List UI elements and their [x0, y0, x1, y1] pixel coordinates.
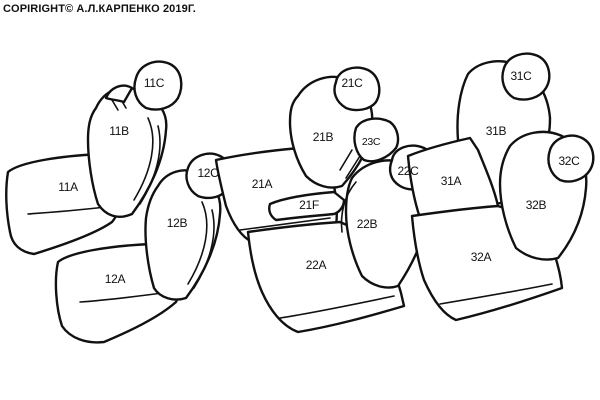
seat-part-32C: [547, 134, 595, 183]
label-22B: 22B: [357, 217, 378, 231]
label-22C: 22C: [397, 164, 419, 178]
label-12B: 12B: [167, 216, 188, 230]
label-23C: 23C: [362, 136, 381, 148]
label-11B: 11B: [109, 124, 129, 138]
label-11C: 11C: [144, 76, 165, 90]
label-32A: 32A: [471, 250, 492, 264]
seat-part-11C: [133, 60, 183, 111]
label-12A: 12A: [105, 272, 126, 286]
seat-part-23C: [353, 117, 400, 163]
rear-right-seat: [410, 130, 595, 322]
front-right-seat: [54, 152, 233, 344]
label-22A: 22A: [306, 258, 327, 272]
label-12C: 12C: [197, 166, 219, 180]
copyright-notice: COPIRIGHT© А.Л.КАРПЕНКО 2019Г.: [3, 3, 196, 15]
middle-right-seat: [246, 117, 437, 334]
front-left-seat: [5, 60, 183, 256]
label-11A: 11A: [58, 180, 78, 194]
seat-part-21C: [333, 66, 381, 112]
label-31A: 31A: [441, 174, 462, 188]
label-32B: 32B: [526, 198, 547, 212]
label-21B: 21B: [313, 130, 334, 144]
label-21A: 21A: [252, 177, 273, 191]
label-31B: 31B: [486, 124, 507, 138]
label-21C: 21C: [341, 76, 363, 90]
label-21F: 21F: [299, 198, 319, 212]
label-32C: 32C: [558, 154, 580, 168]
seat-part-21F: [268, 190, 346, 222]
label-31C: 31C: [510, 69, 532, 83]
seat-part-31C: [501, 52, 551, 101]
